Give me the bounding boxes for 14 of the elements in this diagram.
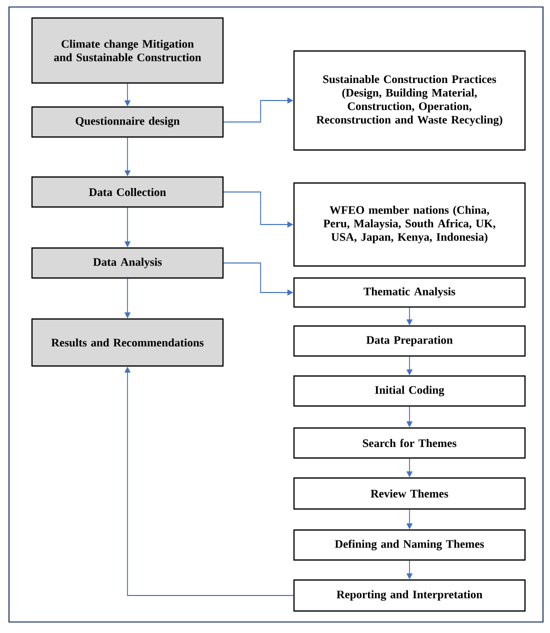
process-box: Data Analysis: [31, 247, 224, 279]
step-box: Data Preparation: [293, 325, 526, 357]
process-box: Climate change Mitigation and Sustainable Construction: [31, 17, 224, 84]
process-box: Data Collection: [31, 176, 224, 208]
step-box: Reporting and Interpretation: [293, 579, 526, 612]
step-box: Review Themes: [293, 477, 526, 510]
step-box: Search for Themes: [293, 427, 526, 459]
step-box: Defining and Naming Themes: [293, 529, 526, 561]
step-box: Sustainable Construction Practices (Design, Building Material, Construction, Operation, Reconstruction and Waste Recycling): [293, 50, 526, 151]
step-box: Initial Coding: [293, 375, 526, 407]
step-box: Thematic Analysis: [293, 277, 526, 308]
process-box: Questionnaire design: [31, 106, 224, 138]
step-box: WFEO member nations (China, Peru, Malaysia, South Africa, UK, USA, Japan, Kenya, Indonesia): [293, 182, 526, 267]
process-box: Results and Recommendations: [31, 318, 224, 367]
